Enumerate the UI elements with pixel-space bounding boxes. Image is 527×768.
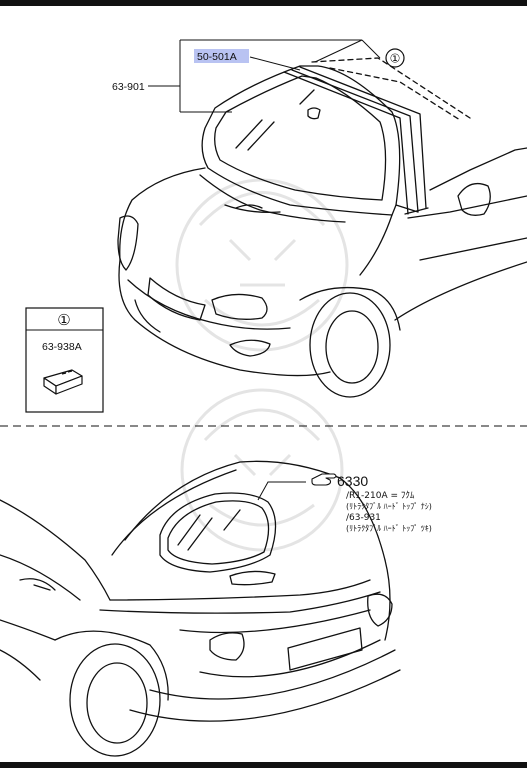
inset-marker: ① bbox=[57, 311, 70, 329]
callout-marker: ① bbox=[390, 52, 401, 66]
note-line-2: (ﾘﾄﾗｸﾀﾌﾞﾙ ﾊｰﾄﾞ ﾄｯﾌﾟ ﾅｼ) bbox=[346, 502, 432, 511]
clip-part-illustration bbox=[43, 369, 83, 395]
inset-box: ① 63-938A bbox=[25, 307, 104, 413]
reference-number[interactable]: 6330 bbox=[337, 473, 368, 489]
leader-line-lower bbox=[257, 481, 306, 501]
note-line-1: /R1-210A = ﾌｸﾑ bbox=[346, 490, 415, 501]
top-border bbox=[0, 0, 527, 6]
front-car-illustration bbox=[117, 57, 527, 398]
pointing-hand-icon bbox=[311, 473, 337, 486]
rear-car-illustration bbox=[0, 460, 401, 757]
highlighted-part-label[interactable]: 50-501A bbox=[197, 51, 237, 63]
watermark-emblem-lower bbox=[180, 388, 344, 552]
inset-part-label[interactable]: 63-938A bbox=[42, 341, 82, 353]
note-line-4: (ﾘﾄﾗｸﾀﾌﾞﾙ ﾊｰﾄﾞ ﾄｯﾌﾟ ﾂｷ) bbox=[346, 524, 432, 533]
windshield-part-label[interactable]: 63-901 bbox=[112, 81, 145, 93]
leader-lines-upper bbox=[148, 39, 381, 113]
note-line-3: /63-931 bbox=[346, 513, 381, 523]
watermark-emblem-upper bbox=[175, 178, 349, 352]
part-label-highlight bbox=[194, 49, 249, 63]
bottom-border bbox=[0, 762, 527, 768]
callout-circle bbox=[385, 48, 405, 68]
